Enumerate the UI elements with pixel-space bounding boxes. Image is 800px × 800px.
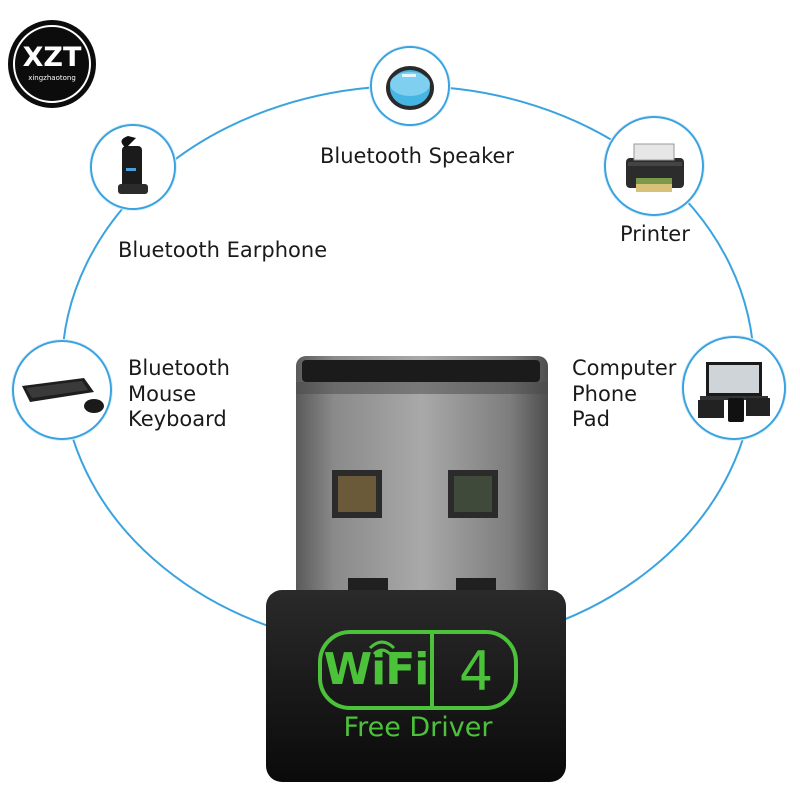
earphone-bubble — [90, 124, 176, 210]
brand-logo: XZT xingzhaotong — [4, 16, 100, 112]
keyboard-bubble — [12, 340, 112, 440]
earphone-label: Bluetooth Earphone — [118, 238, 328, 262]
brand-name: XZT — [22, 42, 82, 73]
brand-tagline: xingzhaotong — [28, 74, 76, 82]
computer-label-line-1: Computer — [572, 356, 677, 380]
printer-bubble — [604, 116, 704, 216]
usb-wifi-adapter: WiFi 4 Free Driver — [260, 352, 580, 788]
earphone-icon — [118, 136, 148, 194]
keyboard-label-line-1: Bluetooth — [128, 356, 230, 380]
keyboard-label-line-3: Keyboard — [128, 407, 227, 431]
computer-icon — [698, 362, 770, 422]
adapter-subtitle: Free Driver — [343, 712, 493, 743]
wifi-logo-text: WiFi — [323, 644, 430, 695]
keyboard-icon — [22, 378, 104, 413]
usb-connector-illustration — [266, 356, 566, 782]
computer-label-line-3: Pad — [572, 407, 610, 431]
keyboard-label-line-2: Mouse — [128, 382, 197, 406]
printer-label: Printer — [620, 222, 690, 246]
computer-bubble — [682, 336, 786, 440]
printer-icon — [626, 143, 684, 192]
speaker-label: Bluetooth Speaker — [320, 144, 515, 168]
speaker-bubble — [370, 46, 450, 126]
speaker-icon — [386, 66, 434, 110]
wifi-generation: 4 — [458, 640, 494, 703]
computer-label-line-2: Phone — [572, 382, 638, 406]
